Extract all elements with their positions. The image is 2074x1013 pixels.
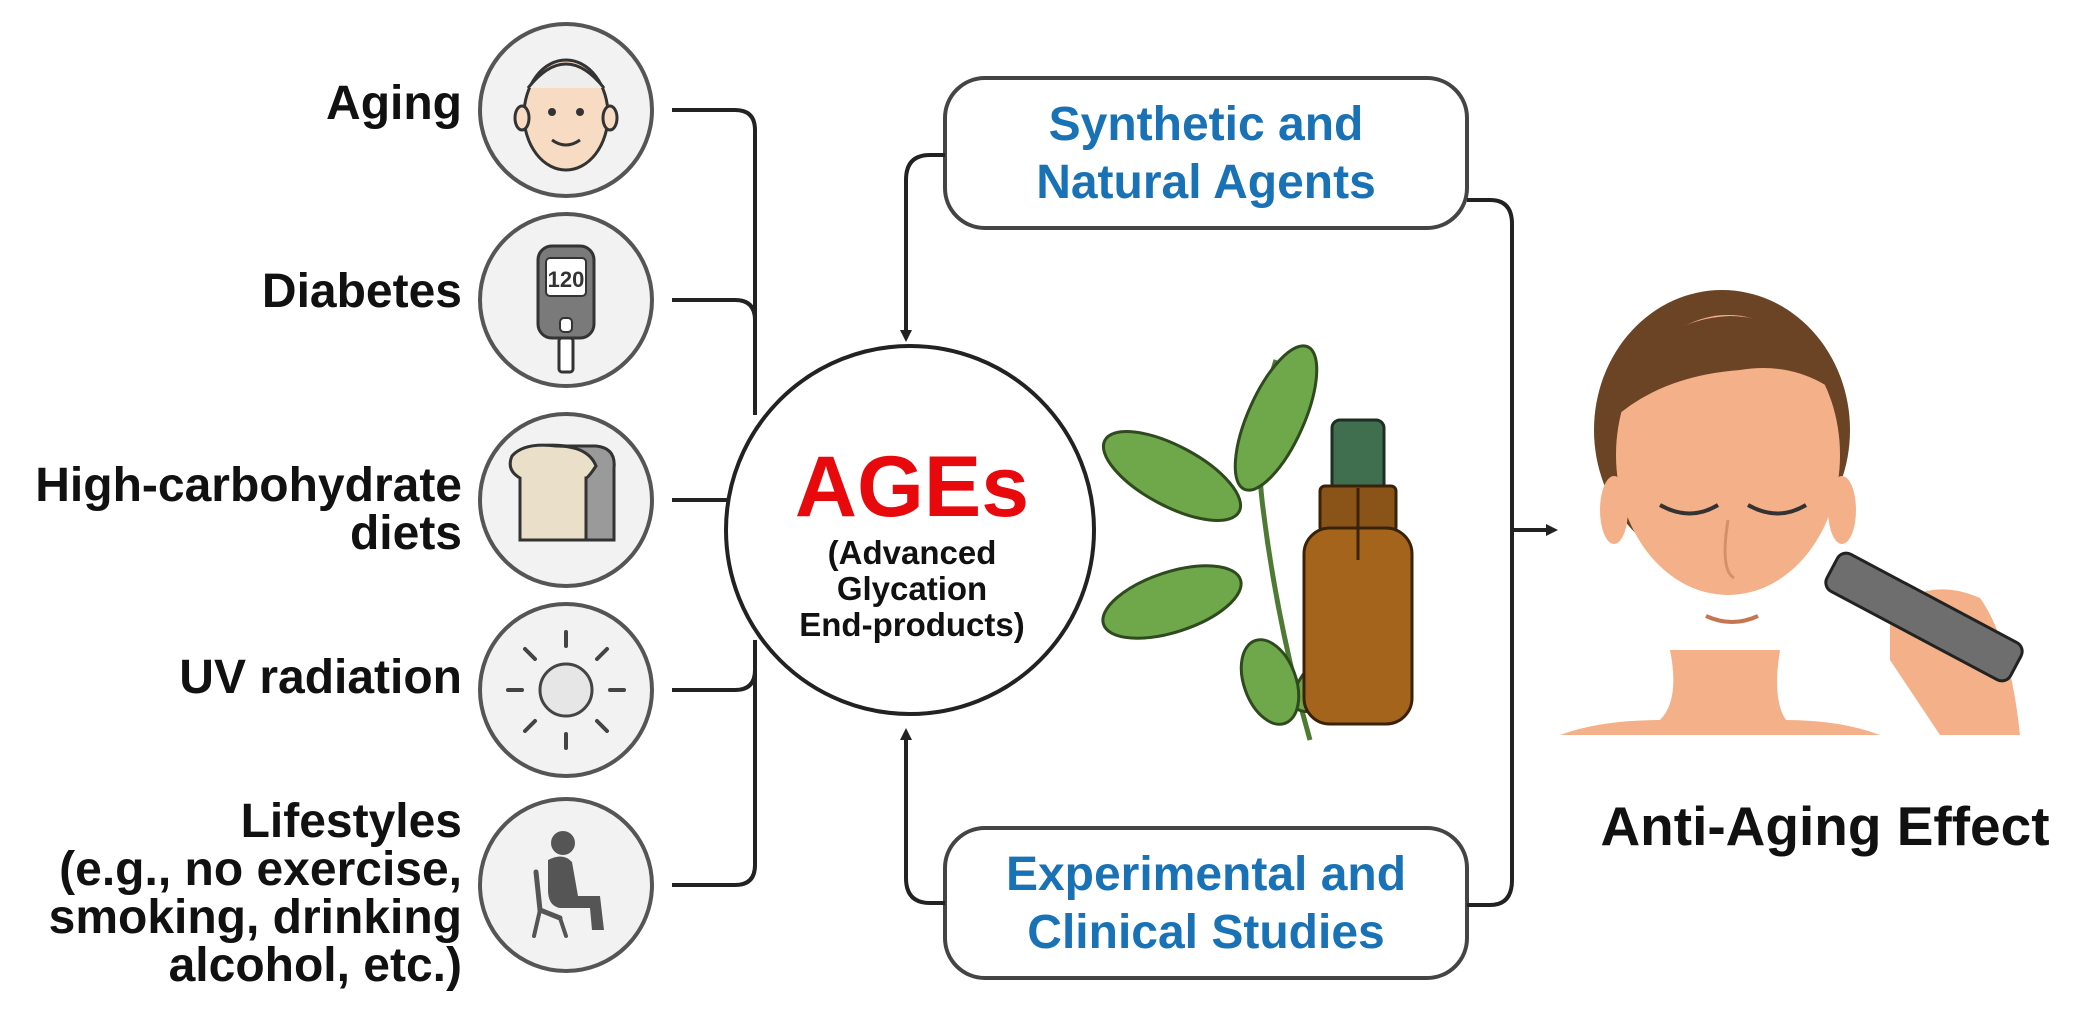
- connector-aging: [672, 108, 757, 415]
- effect-bracket: [1467, 198, 1558, 907]
- connector-lifestyles: [672, 655, 757, 887]
- ages-title: AGEs: [794, 439, 1030, 535]
- sitting-person-icon: [478, 797, 654, 973]
- bread-icon: [478, 412, 654, 588]
- sun-icon: [478, 602, 654, 778]
- factor-label-diets: High-carbohydrate diets: [35, 459, 462, 560]
- ages-circle: [724, 344, 1096, 716]
- arrow-studies-to-ages: [900, 728, 945, 905]
- woman-face-illustration: [1560, 290, 2024, 735]
- experimental-clinical-studies-label: Experimental and Clinical Studies: [1005, 848, 1407, 959]
- meter-reading: 120: [548, 267, 585, 292]
- plant-bottle-illustration: [1101, 344, 1414, 741]
- factor-label-aging: Aging: [326, 77, 462, 130]
- synthetic-natural-agents-label: Synthetic and Natural Agents: [1036, 98, 1376, 209]
- glucose-meter-icon: 120: [478, 212, 654, 388]
- connector-uv: [672, 640, 757, 692]
- arrow-agents-to-ages: [900, 153, 945, 342]
- connector-diabetes: [672, 298, 757, 395]
- anti-aging-effect-label: Anti-Aging Effect: [1600, 795, 2050, 857]
- factor-connectors: [672, 108, 757, 887]
- ages-subtitle: (Advanced Glycation End-products): [799, 534, 1025, 643]
- factor-label-lifestyles: Lifestyles (e.g., no exercise, smoking, …: [48, 795, 462, 992]
- factor-icons: 120: [478, 22, 654, 973]
- factor-label-uv: UV radiation: [179, 651, 462, 704]
- factor-label-diabetes: Diabetes: [261, 265, 462, 318]
- elderly-face-icon: [478, 22, 654, 198]
